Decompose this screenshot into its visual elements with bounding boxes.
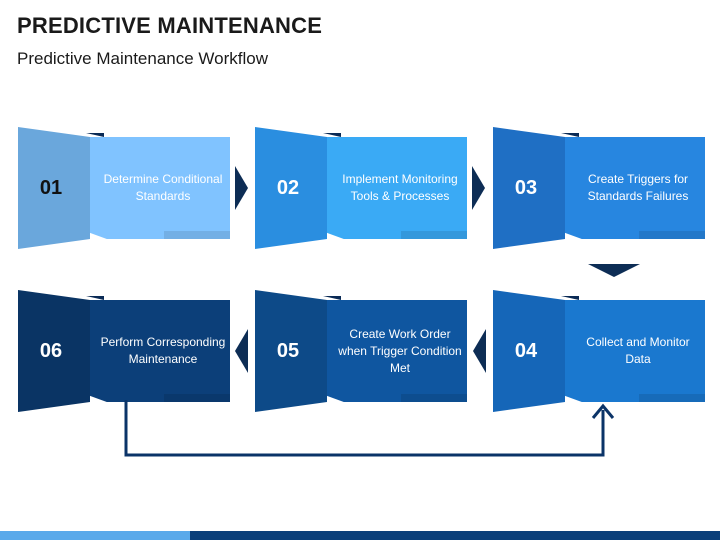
step-number: 06 [39, 339, 63, 362]
step-number-panel: 01 [18, 127, 90, 249]
step-number-panel: 03 [493, 127, 565, 249]
arrow-down-icon [588, 264, 640, 277]
step-number-panel: 05 [255, 290, 327, 412]
step-text-panel [327, 300, 467, 402]
step-number: 02 [276, 176, 300, 199]
step-label: Collect and Monitor Data [586, 335, 690, 366]
step-number: 03 [514, 176, 538, 199]
page-title: PREDICTIVE MAINTENANCE [17, 13, 323, 38]
step-card-05: 05 Create Work Order when Trigger Condit… [255, 290, 467, 412]
step-number: 01 [39, 176, 63, 199]
step-notch [86, 296, 104, 300]
step-label: Create Triggers for Standards Failures [587, 172, 689, 203]
step-number-panel: 04 [493, 290, 565, 412]
step-number-panel: 02 [255, 127, 327, 249]
step-number: 04 [514, 339, 538, 362]
footer-bar-light [0, 531, 190, 540]
step-label: Create Work Order when Trigger Condition… [338, 326, 462, 375]
step-notch [561, 133, 579, 137]
step-label: Perform Corresponding Maintenance [100, 335, 226, 366]
step-label: Implement Monitoring Tools & Processes [342, 172, 458, 203]
arrow-right-1-icon [235, 166, 248, 210]
step-card-04: 04 Collect and Monitor Data [493, 290, 705, 412]
step-card-03: 03 Create Triggers for Standards Failure… [493, 127, 705, 249]
step-text-panel [327, 137, 467, 239]
step-notch [561, 296, 579, 300]
footer-bar [0, 531, 720, 540]
step-notch [86, 133, 104, 137]
step-text-panel [90, 137, 230, 239]
step-card-01: 01 Determine Conditional Standards [18, 127, 230, 249]
step-text-panel [90, 300, 230, 402]
step-label: Determine Conditional Standards [103, 172, 223, 203]
arrow-left-1-icon [473, 329, 486, 373]
step-notch [323, 296, 341, 300]
page-subtitle: Predictive Maintenance Workflow [17, 49, 269, 68]
step-number-panel: 06 [18, 290, 90, 412]
step-card-02: 02 Implement Monitoring Tools & Processe… [255, 127, 467, 249]
step-text-panel [565, 137, 705, 239]
footer-bar-dark [190, 531, 720, 540]
step-number: 05 [276, 339, 300, 362]
step-text-panel [565, 300, 705, 402]
step-card-06: 06 Perform Corresponding Maintenance [18, 290, 230, 412]
arrow-right-2-icon [472, 166, 485, 210]
step-notch [323, 133, 341, 137]
arrow-left-2-icon [235, 329, 248, 373]
